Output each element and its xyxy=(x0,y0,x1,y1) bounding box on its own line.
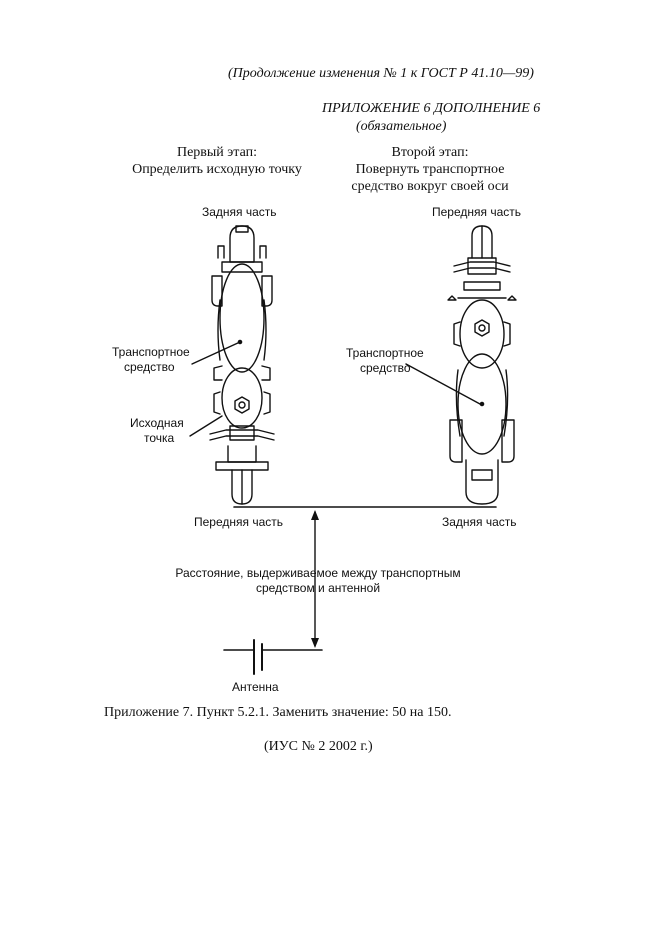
right-motorcycle-drawing xyxy=(447,225,517,505)
left-vehicle-label-line1: Транспортное xyxy=(112,345,190,359)
appendix-7-note: Приложение 7. Пункт 5.2.1. Заменить знач… xyxy=(104,705,452,720)
distance-label-line1: Расстояние, выдерживаемое между транспор… xyxy=(175,566,461,580)
distance-label-line2: средством и антенной xyxy=(255,581,381,595)
origin-label-line1: Исходная xyxy=(130,416,184,430)
right-front-label: Передняя часть xyxy=(432,205,522,219)
right-vehicle-label-line1: Транспортное xyxy=(346,346,424,360)
source-reference: (ИУС № 2 2002 г.) xyxy=(264,739,373,754)
appendix-title: ПРИЛОЖЕНИЕ 6 ДОПОЛНЕНИЕ 6 xyxy=(322,101,541,116)
stage-two-description-line2: средство вокруг своей оси xyxy=(351,179,509,194)
left-motorcycle-drawing xyxy=(209,225,275,505)
appendix-status: (обязательное) xyxy=(356,119,447,134)
continuation-note: (Продолжение изменения № 1 к ГОСТ Р 41.1… xyxy=(228,66,534,81)
left-vehicle-label-line2: средство xyxy=(124,360,175,374)
left-rear-label: Задняя часть xyxy=(202,205,277,219)
stage-one-title: Первый этап: xyxy=(176,145,258,160)
stage-two-title: Второй этап: xyxy=(391,145,469,160)
right-vehicle-label-line2: средство xyxy=(360,361,411,375)
right-rear-label: Задняя часть xyxy=(442,515,517,529)
stage-two-description-line1: Повернуть транспортное xyxy=(355,162,505,177)
origin-label-line2: точка xyxy=(144,431,175,445)
antenna-label: Антенна xyxy=(232,680,279,694)
stage-one-description: Определить исходную точку xyxy=(132,162,302,177)
left-front-label: Передняя часть xyxy=(194,515,284,529)
